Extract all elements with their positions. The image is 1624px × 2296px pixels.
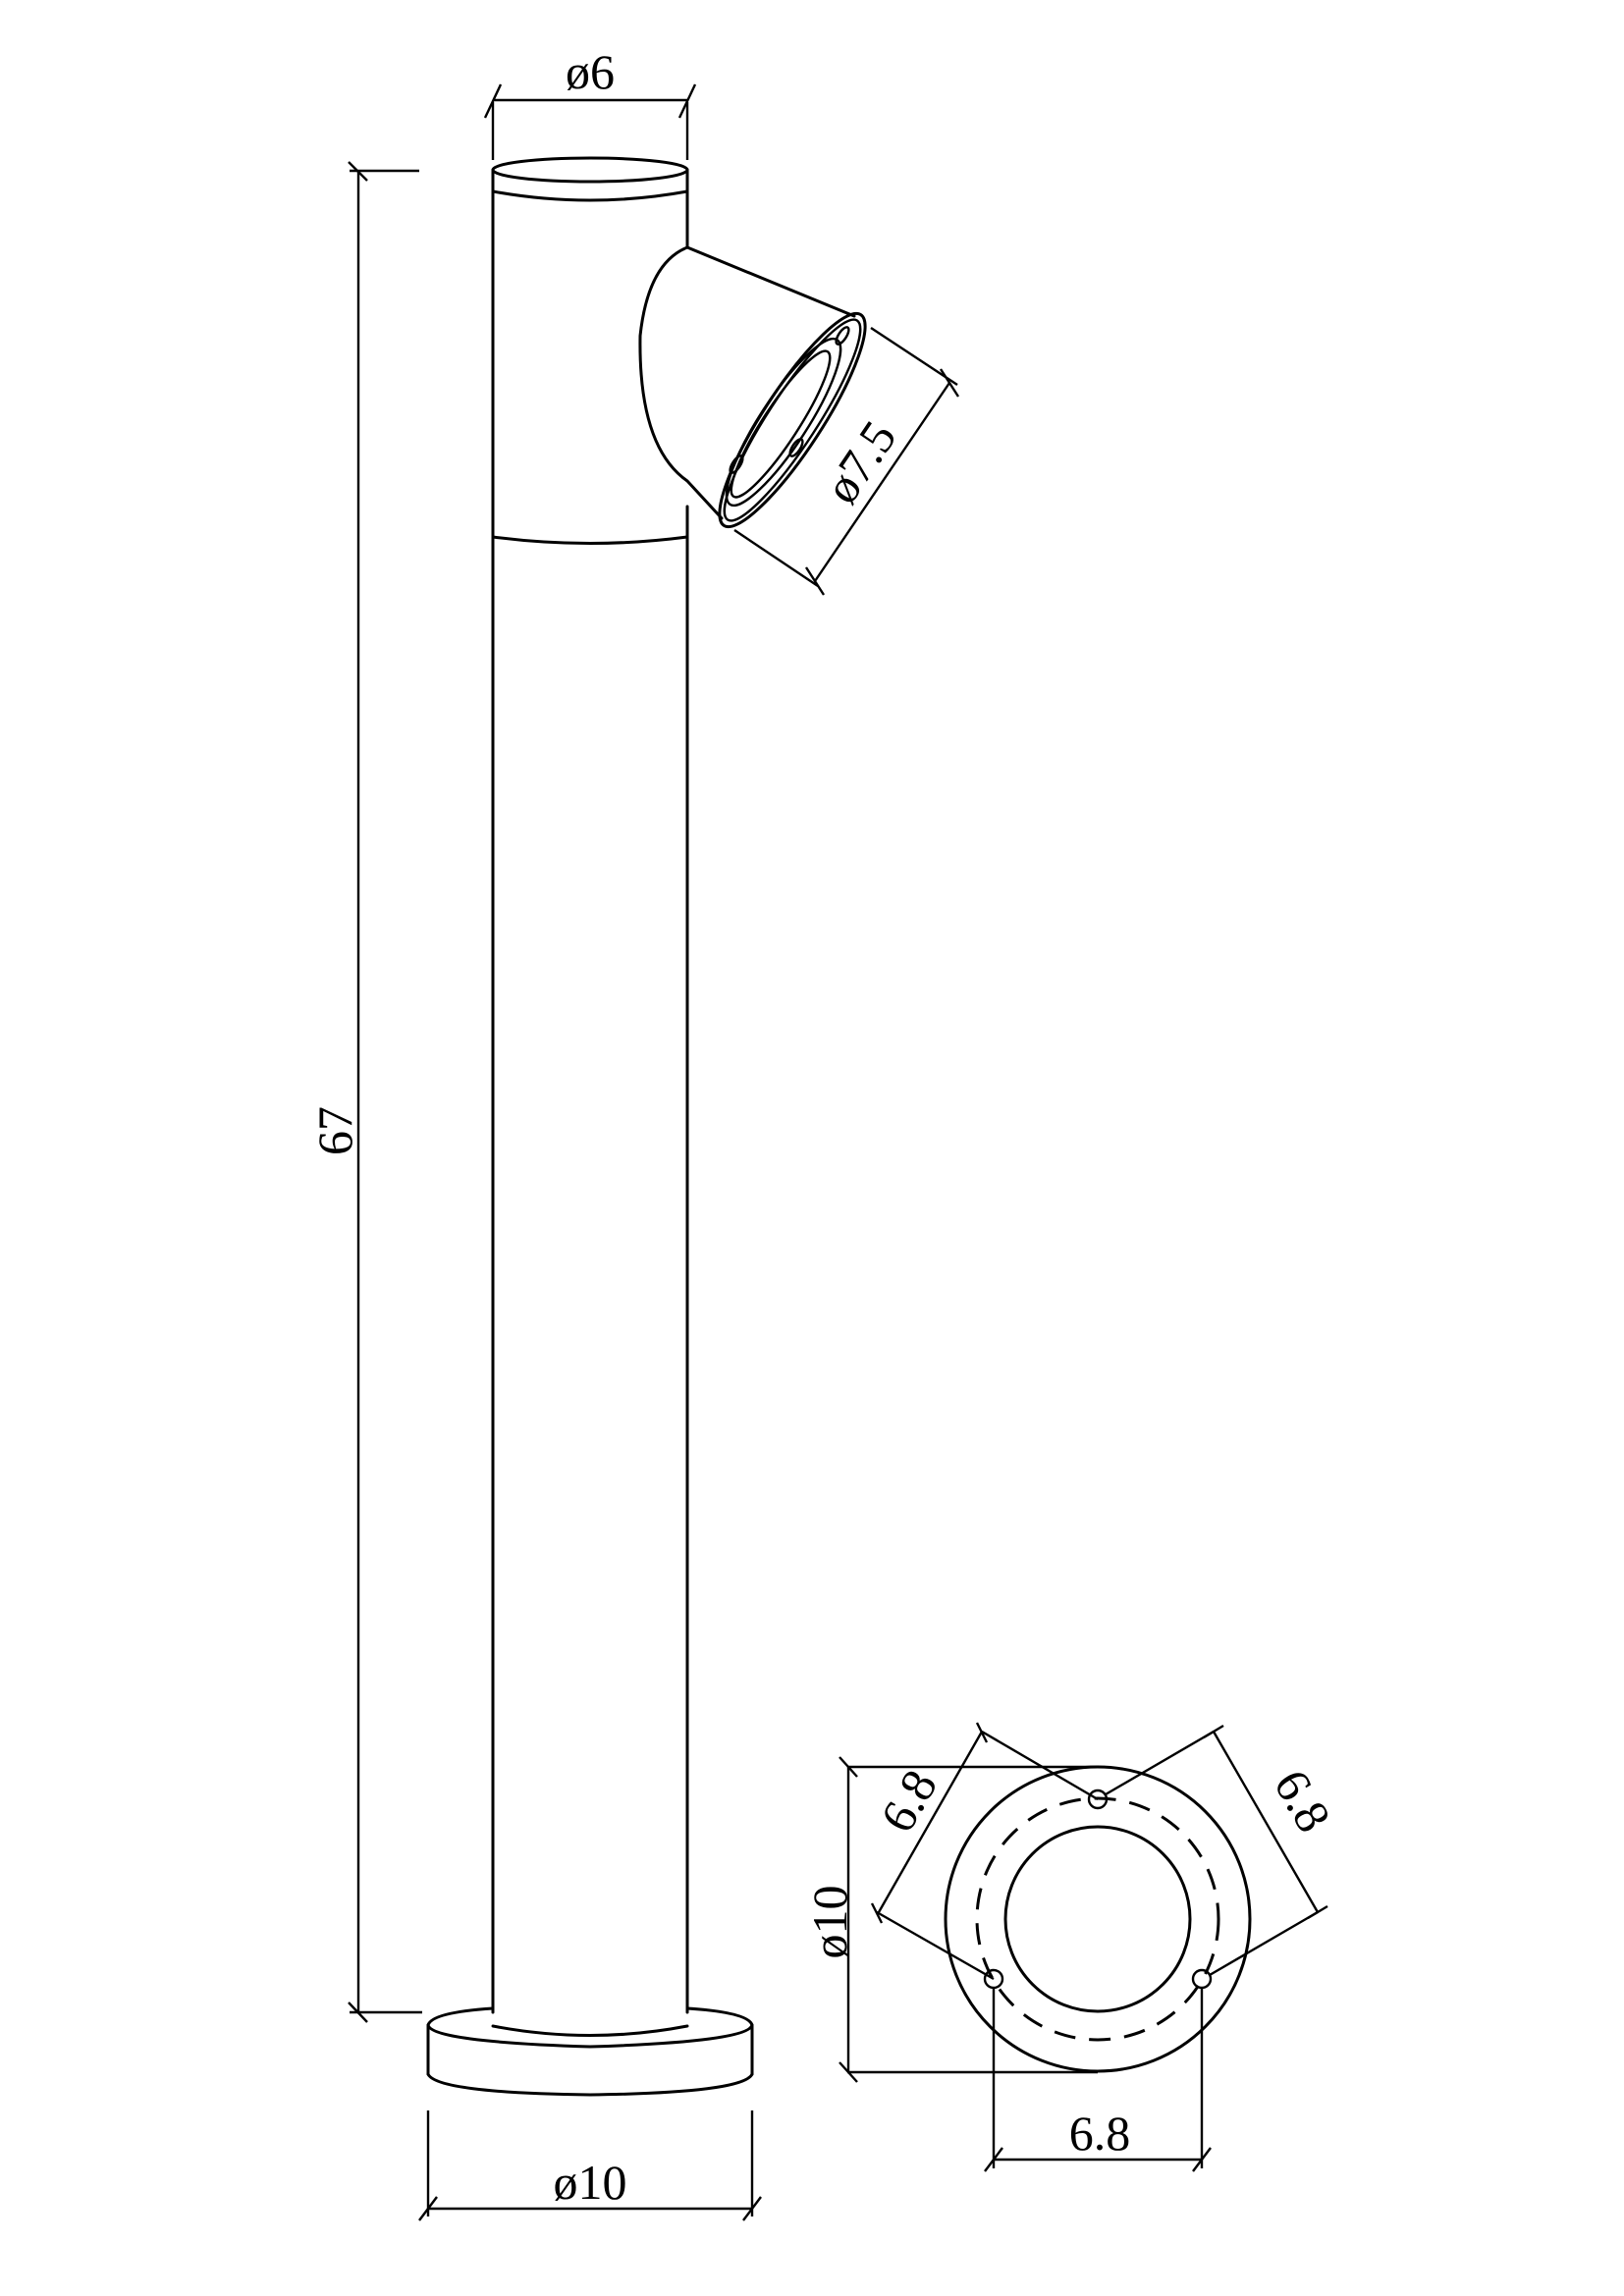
- top-view-diameter-label: ø10: [802, 1886, 857, 1959]
- base-diameter-label: ø10: [554, 2155, 627, 2210]
- top-diameter-dimension: ø6: [483, 44, 697, 160]
- head-diameter-label: ø7.5: [813, 411, 906, 513]
- right-hole-spacing-dimension: 6.8: [1105, 1724, 1342, 1977]
- bottom-hole-spacing-dimension: 6.8: [984, 1988, 1212, 2172]
- mounting-hole-top: [1087, 1789, 1109, 1810]
- top-diameter-label: ø6: [566, 44, 615, 99]
- bottom-hole-spacing-label: 6.8: [1069, 2106, 1131, 2161]
- height-dimension: 67: [307, 161, 422, 2023]
- right-hole-spacing-label: 6.8: [1264, 1760, 1342, 1841]
- mounting-hole-right: [1191, 1968, 1213, 1990]
- height-label: 67: [307, 1106, 362, 1155]
- inner-circle: [1003, 1825, 1192, 2013]
- outer-base-circle: [944, 1765, 1252, 2073]
- bolt-circle: [975, 1796, 1220, 2042]
- left-hole-spacing-label: 6.8: [869, 1760, 947, 1841]
- left-hole-spacing-dimension: 6.8: [869, 1722, 1099, 1981]
- top-view: ø10 6.8 6.8 6.8: [802, 1722, 1342, 2172]
- base-diameter-dimension: ø10: [418, 2110, 762, 2221]
- pole-cap: [491, 156, 689, 202]
- base-plate: [426, 2006, 754, 2097]
- top-view-diameter-dimension: ø10: [802, 1756, 1098, 2083]
- spotlight-head: [638, 245, 867, 529]
- pole-body: [491, 168, 689, 2037]
- head-diameter-dimension: ø7.5: [733, 326, 960, 596]
- side-view: ø6: [307, 44, 960, 2221]
